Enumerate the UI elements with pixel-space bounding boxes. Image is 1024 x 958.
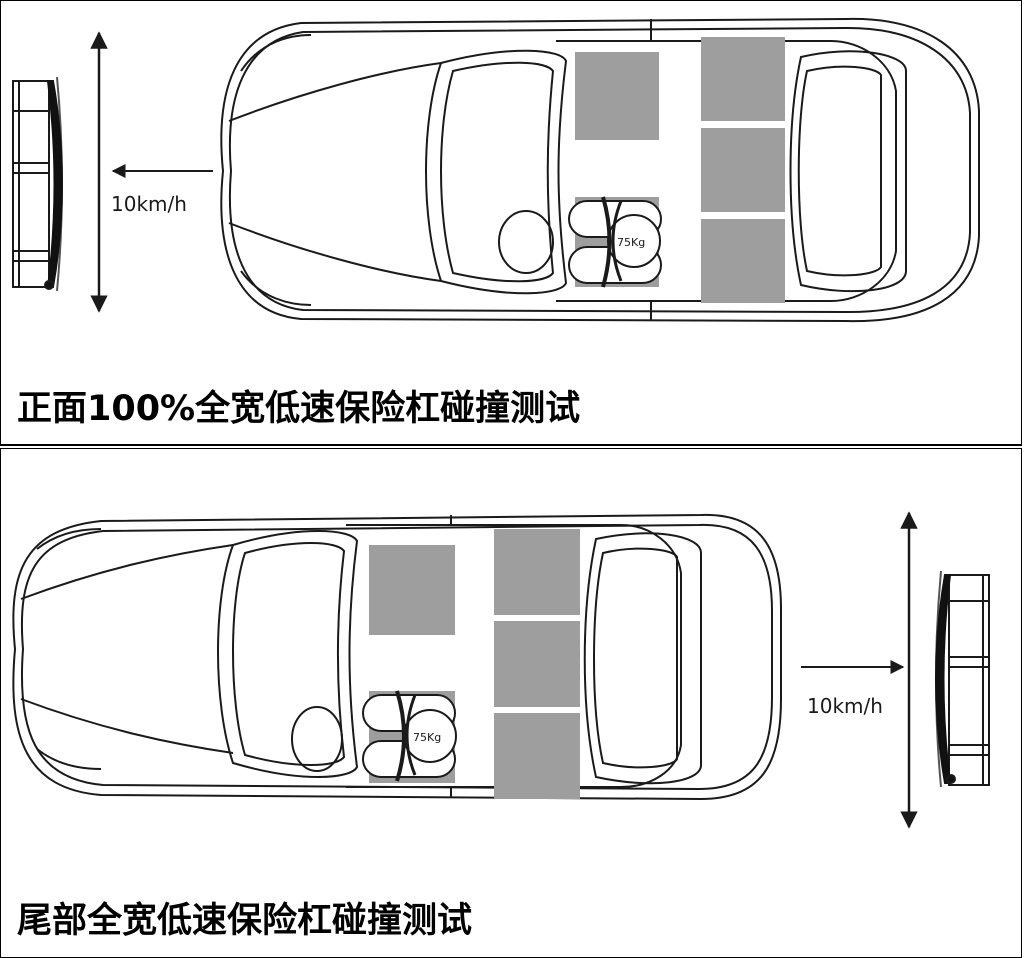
seat-icon	[494, 621, 580, 707]
seat-icon	[575, 52, 659, 140]
front-test-panel: 10km/h	[0, 0, 1022, 446]
speed-label: 10km/h	[807, 694, 883, 718]
weight-label: 75Kg	[413, 731, 441, 744]
barrier-icon	[935, 570, 990, 788]
seat-icon	[369, 545, 455, 635]
car-top-view-icon	[220, 17, 980, 323]
ballast-weight-icon: 75Kg	[568, 196, 662, 288]
seat-icon	[494, 713, 580, 799]
front-test-diagram: 10km/h	[12, 17, 980, 323]
ballast-weight-icon: 75Kg	[362, 690, 457, 782]
front-test-caption: 正面100%全宽低速保险杠碰撞测试	[17, 389, 581, 429]
weight-label: 75Kg	[617, 236, 645, 249]
barrier-icon	[12, 76, 63, 292]
seat-icon	[701, 219, 785, 303]
rear-test-panel: 75Kg 10km/h 尾部全宽低速保险杠碰撞测试	[0, 448, 1022, 958]
speed-label: 10km/h	[111, 192, 187, 216]
seat-icon	[701, 128, 785, 212]
car-top-view-icon	[12, 513, 782, 801]
rear-test-caption: 尾部全宽低速保险杠碰撞测试	[17, 901, 473, 941]
seat-icon	[494, 529, 580, 615]
rear-test-diagram: 75Kg 10km/h	[12, 511, 990, 829]
seat-icon	[701, 37, 785, 121]
